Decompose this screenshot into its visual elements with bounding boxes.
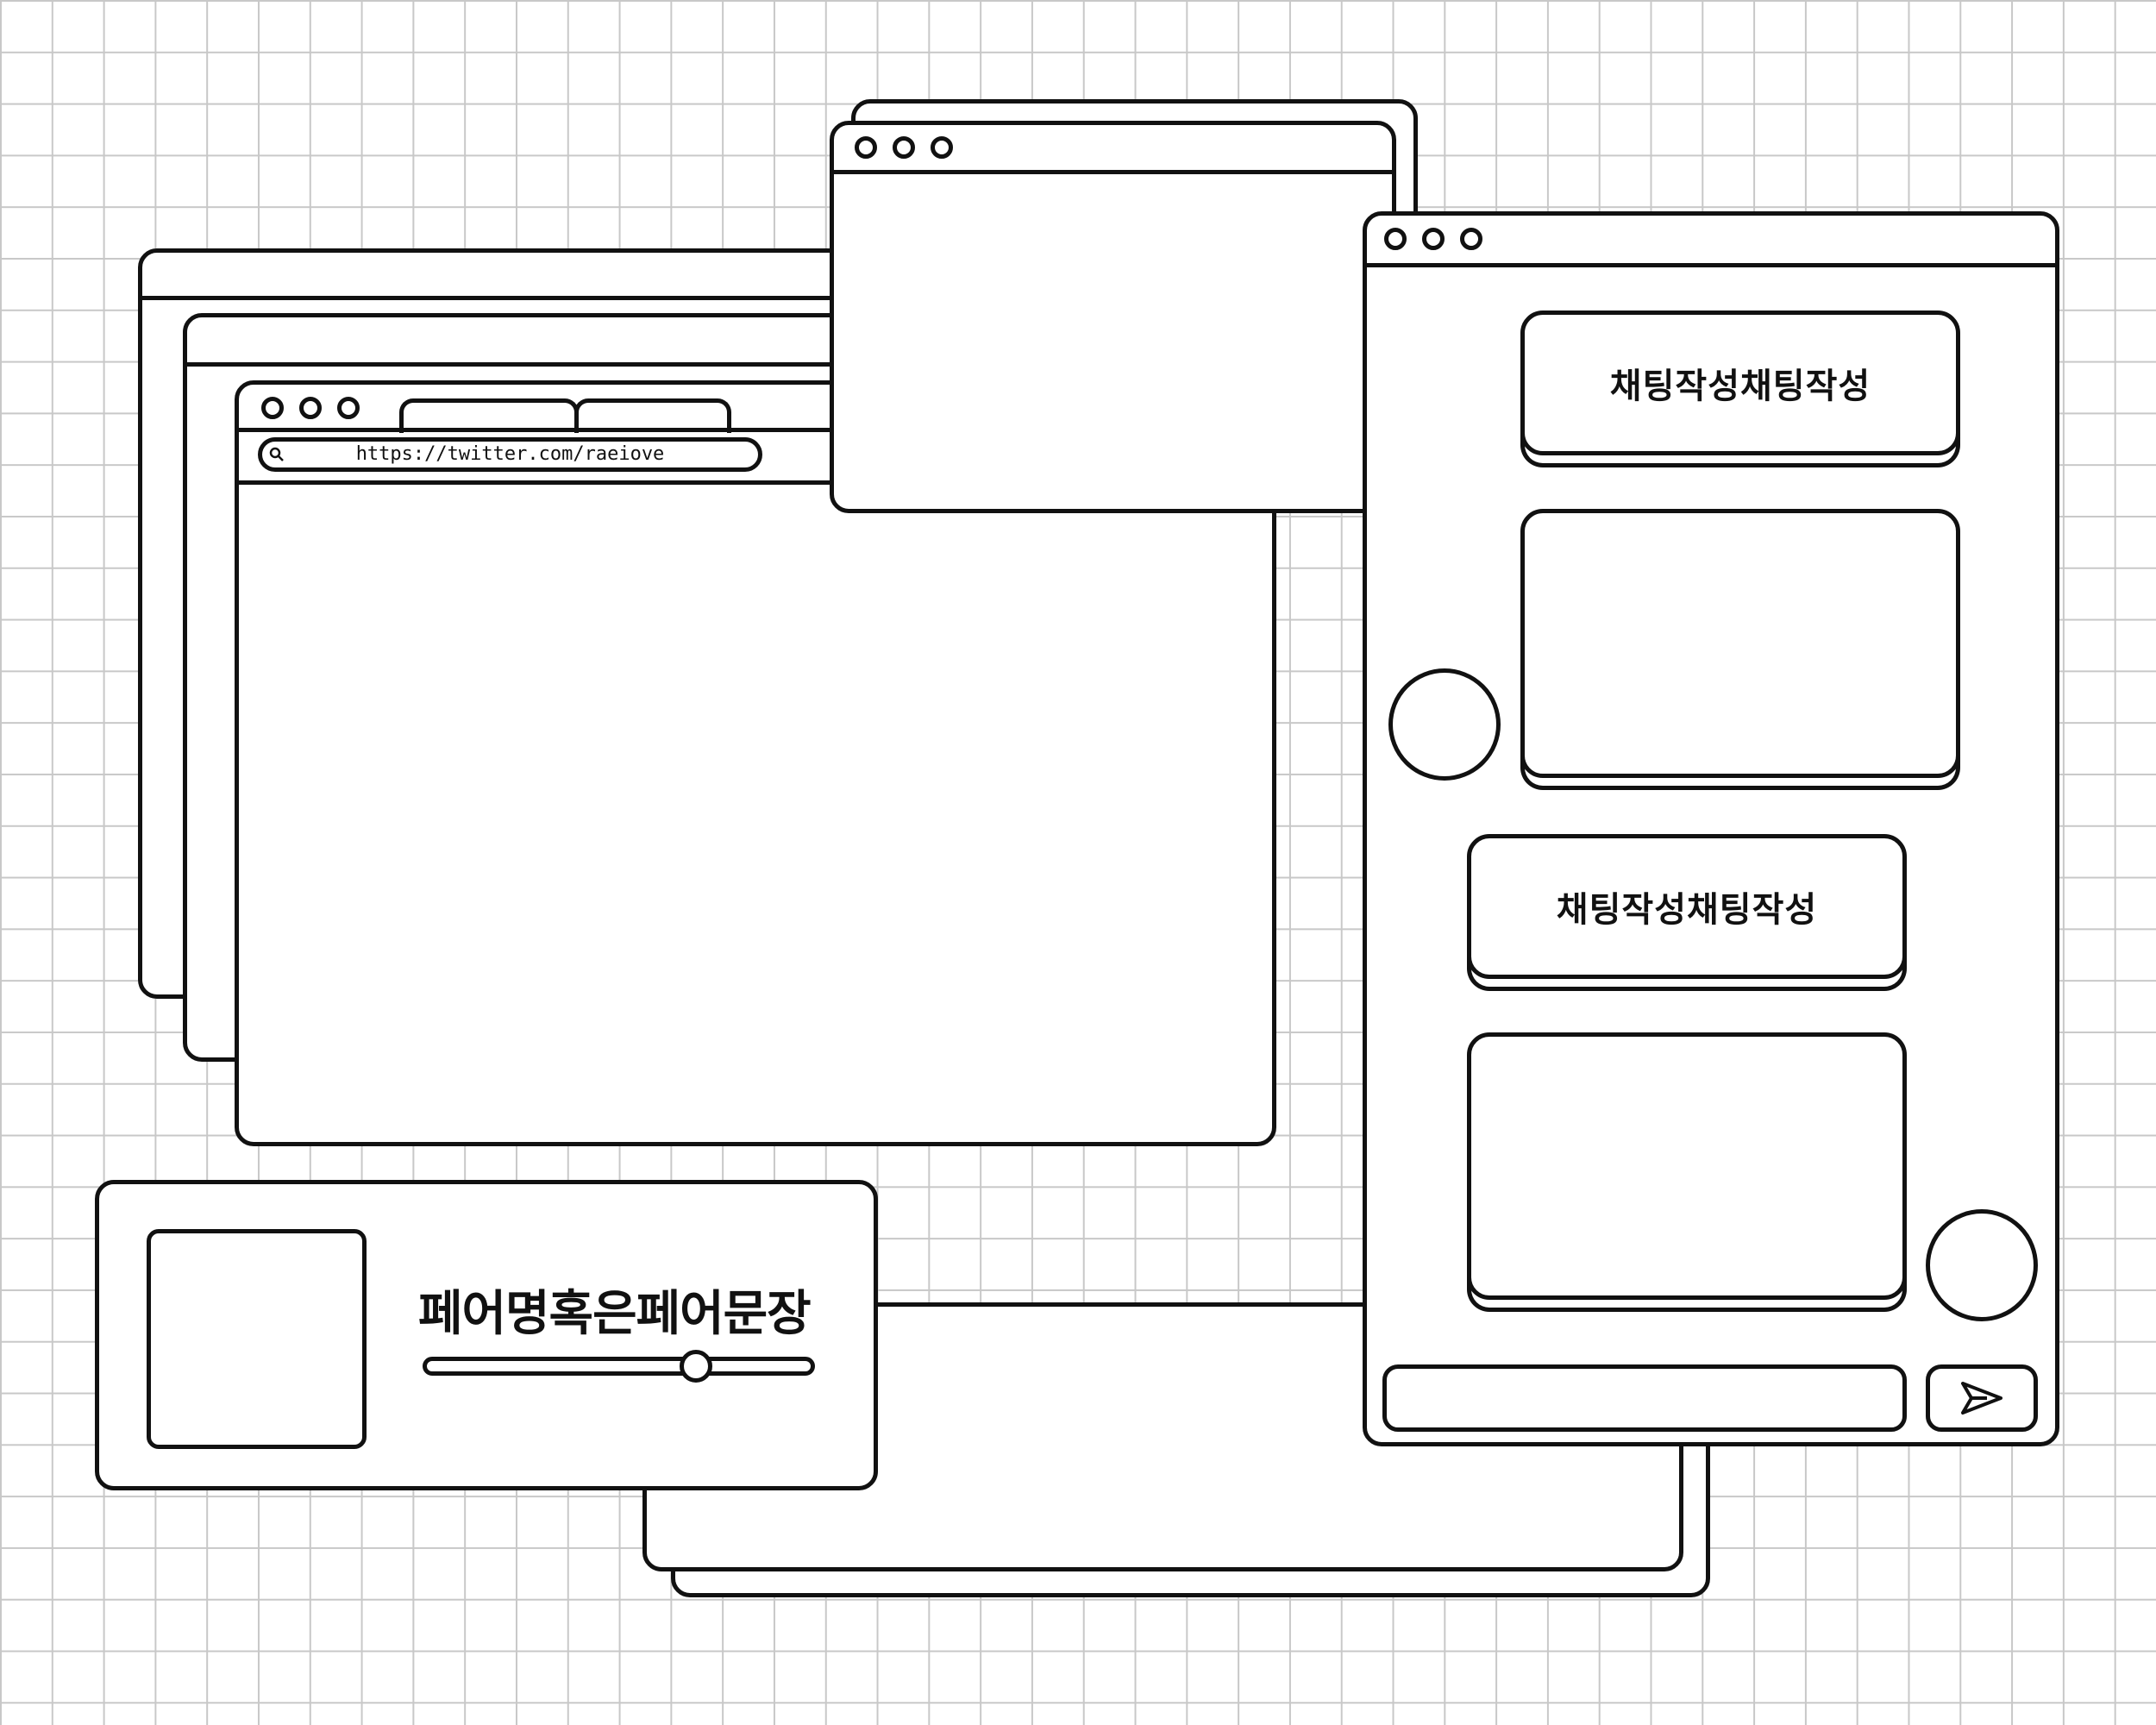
- browser-tab-2[interactable]: [574, 398, 731, 433]
- avatar: [1388, 668, 1501, 781]
- address-bar[interactable]: https://twitter.com/raeiove: [258, 437, 762, 472]
- send-icon: [1961, 1382, 2002, 1414]
- player-title: 페어명혹은페어문장: [418, 1286, 812, 1342]
- window-maximize-dot[interactable]: [931, 136, 953, 159]
- player-card: 페어명혹은페어문장: [95, 1180, 878, 1490]
- chat-message-bubble: 채팅작성채팅작성: [1467, 834, 1907, 979]
- window-maximize-dot[interactable]: [1460, 228, 1482, 250]
- chat-message-bubble: 채팅작성채팅작성: [1520, 310, 1960, 455]
- window-close-dot[interactable]: [261, 397, 284, 419]
- search-icon: [269, 447, 284, 461]
- chat-message-bubble: [1467, 1032, 1907, 1300]
- progress-handle[interactable]: [680, 1350, 713, 1383]
- window-minimize-dot[interactable]: [1422, 228, 1445, 250]
- window-close-dot[interactable]: [1384, 228, 1407, 250]
- chat-message-text: 채팅작성채팅작성: [1556, 890, 1818, 930]
- window-minimize-dot[interactable]: [299, 397, 322, 419]
- window-maximize-dot[interactable]: [337, 397, 360, 419]
- chat-message-bubble: [1520, 509, 1960, 778]
- chat-input[interactable]: [1382, 1364, 1907, 1432]
- window-close-dot[interactable]: [855, 136, 877, 159]
- address-url: https://twitter.com/raeiove: [355, 443, 665, 465]
- top-window: [830, 121, 1396, 513]
- chat-message-text: 채팅작성채팅작성: [1609, 367, 1871, 406]
- progress-slider[interactable]: [423, 1350, 815, 1383]
- send-button[interactable]: [1926, 1364, 2038, 1432]
- window-minimize-dot[interactable]: [893, 136, 915, 159]
- cover-image: [147, 1229, 367, 1449]
- avatar: [1926, 1209, 2038, 1321]
- chat-window: 채팅작성채팅작성 채팅작성채팅작성: [1363, 211, 2059, 1446]
